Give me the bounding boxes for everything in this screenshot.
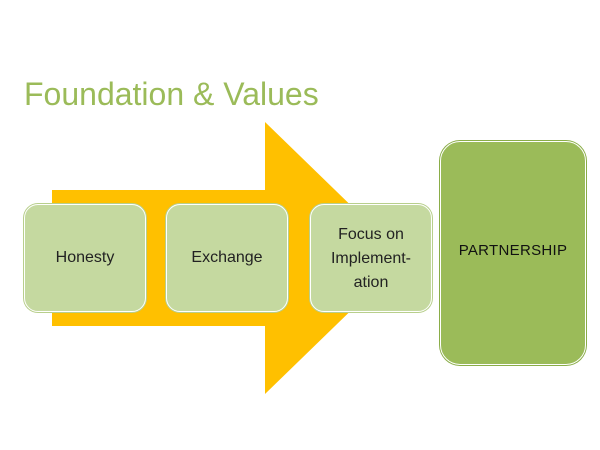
step-exchange: Exchange bbox=[166, 204, 288, 312]
result-partnership: PARTNERSHIP bbox=[440, 141, 586, 365]
step-focus-line-2: Implement- bbox=[330, 250, 412, 267]
step-honesty-label: Honesty bbox=[55, 249, 115, 266]
step-focus-line-1: Focus on bbox=[338, 226, 404, 243]
step-focus-line-3: ation bbox=[353, 274, 389, 291]
slide-title: Foundation & Values bbox=[24, 76, 319, 112]
step-exchange-label: Exchange bbox=[191, 249, 263, 266]
result-partnership-label: PARTNERSHIP bbox=[458, 242, 568, 259]
step-focus-on-implementation: Focus on Implement- ation bbox=[310, 204, 432, 312]
step-honesty: Honesty bbox=[24, 204, 146, 312]
